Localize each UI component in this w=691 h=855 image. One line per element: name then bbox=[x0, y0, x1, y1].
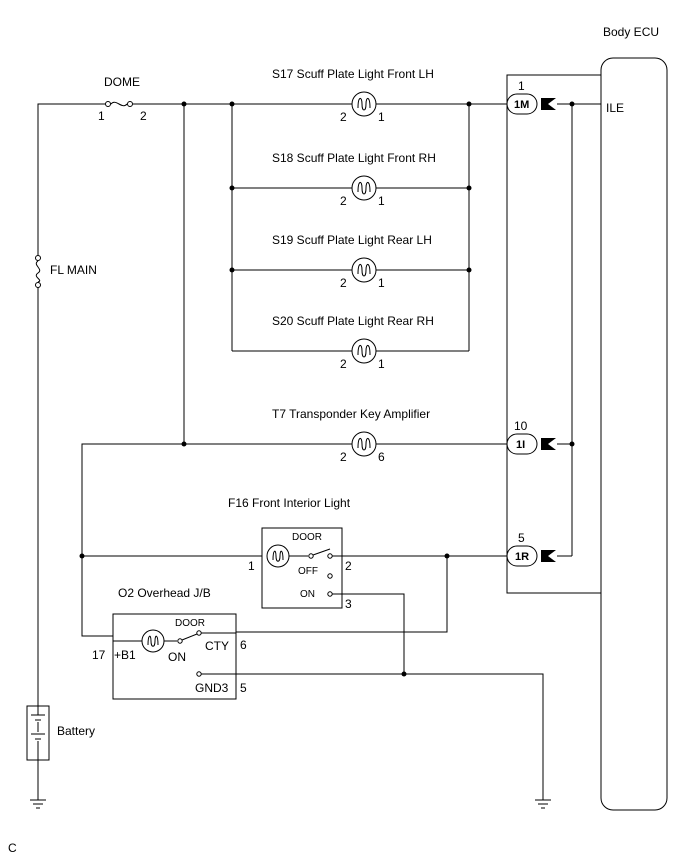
connector-1r bbox=[506, 545, 556, 567]
o2-on-label: ON bbox=[168, 650, 186, 664]
dome-pin-1: 1 bbox=[98, 109, 105, 123]
bulb-f16-icon bbox=[266, 544, 290, 568]
o2-door-label: DOOR bbox=[175, 618, 205, 629]
o2-gnd-contact bbox=[196, 671, 202, 677]
dome-fuse bbox=[105, 101, 133, 107]
dome-label: DOME bbox=[104, 75, 140, 89]
junction-dot bbox=[466, 267, 472, 273]
wire-supply-to-dome bbox=[37, 103, 105, 255]
bulb-s20-icon bbox=[351, 338, 377, 364]
f16-off-label: OFF bbox=[298, 566, 318, 577]
s18-label: S18 Scuff Plate Light Front RH bbox=[272, 151, 436, 165]
junction-dot bbox=[569, 101, 575, 107]
connector-1m-pin: 1 bbox=[518, 79, 525, 93]
connector-1r-code: 1R bbox=[515, 551, 529, 563]
s18-pin-2: 2 bbox=[340, 194, 347, 208]
t7-label: T7 Transponder Key Amplifier bbox=[272, 407, 430, 421]
bulb-o2-icon bbox=[141, 629, 165, 653]
f16-on-label: ON bbox=[300, 589, 315, 600]
s17-pin-2: 2 bbox=[340, 110, 347, 124]
t7-pin-6: 6 bbox=[378, 450, 385, 464]
s20-label: S20 Scuff Plate Light Rear RH bbox=[272, 314, 434, 328]
s19-pin-2: 2 bbox=[340, 276, 347, 290]
o2-pin-17: 17 bbox=[92, 648, 106, 662]
body-ecu-label: Body ECU bbox=[603, 25, 659, 39]
bulb-s19-icon bbox=[351, 257, 377, 283]
connector-1i-pin: 10 bbox=[514, 419, 528, 433]
connector-block bbox=[506, 74, 602, 594]
f16-pin-3: 3 bbox=[345, 597, 352, 611]
s17-label: S17 Scuff Plate Light Front LH bbox=[272, 67, 434, 81]
wire-gnd3-to-ground bbox=[201, 673, 544, 800]
junction-dot bbox=[569, 441, 575, 447]
fl-main-fusible-link bbox=[35, 255, 41, 288]
s20-pin-1: 1 bbox=[378, 357, 385, 371]
junction-dot bbox=[229, 185, 235, 191]
f16-label: F16 Front Interior Light bbox=[228, 496, 351, 510]
bulb-s18-icon bbox=[351, 175, 377, 201]
wire-f16-pin3-to-ground bbox=[342, 593, 405, 674]
corner-code: C bbox=[8, 841, 17, 855]
connector-1i bbox=[506, 433, 556, 455]
f16-switch bbox=[308, 548, 333, 597]
s19-pin-1: 1 bbox=[378, 276, 385, 290]
connector-1m bbox=[506, 93, 556, 115]
o2-gnd3-label: GND3 bbox=[195, 681, 229, 695]
o2-pin-6: 6 bbox=[240, 638, 247, 652]
wire-transponder-left bbox=[81, 443, 184, 637]
bulb-s17-icon bbox=[351, 91, 377, 117]
f16-pin-1: 1 bbox=[248, 559, 255, 573]
t7-pin-2: 2 bbox=[340, 450, 347, 464]
f16-door-label: DOOR bbox=[292, 532, 322, 543]
o2-cty-label: CTY bbox=[205, 639, 229, 653]
dome-pin-2: 2 bbox=[140, 109, 147, 123]
f16-pin-2: 2 bbox=[345, 559, 352, 573]
s17-pin-1: 1 bbox=[378, 110, 385, 124]
body-ecu-box bbox=[600, 57, 668, 811]
o2-label: O2 Overhead J/B bbox=[118, 586, 211, 600]
wire-f16-to-o2-cty bbox=[236, 556, 448, 633]
ground-battery-icon bbox=[30, 799, 46, 809]
o2-pin-5: 5 bbox=[240, 681, 247, 695]
connector-1m-code: 1M bbox=[514, 99, 529, 111]
s20-pin-2: 2 bbox=[340, 357, 347, 371]
ground-gnd3-icon bbox=[535, 799, 551, 809]
fl-main-label: FL MAIN bbox=[50, 263, 97, 277]
o2-b1-label: +B1 bbox=[114, 648, 136, 662]
bulb-t7-icon bbox=[351, 431, 377, 457]
s19-label: S19 Scuff Plate Light Rear LH bbox=[272, 233, 432, 247]
battery-symbol bbox=[26, 705, 50, 761]
junction-dot bbox=[466, 185, 472, 191]
junction-dot bbox=[229, 267, 235, 273]
o2-box bbox=[112, 613, 237, 700]
connector-1i-code: 1I bbox=[516, 439, 525, 451]
s18-pin-1: 1 bbox=[378, 194, 385, 208]
ecu-terminal-ile: ILE bbox=[606, 101, 624, 115]
battery-label: Battery bbox=[57, 724, 95, 738]
connector-1r-pin: 5 bbox=[518, 531, 525, 545]
